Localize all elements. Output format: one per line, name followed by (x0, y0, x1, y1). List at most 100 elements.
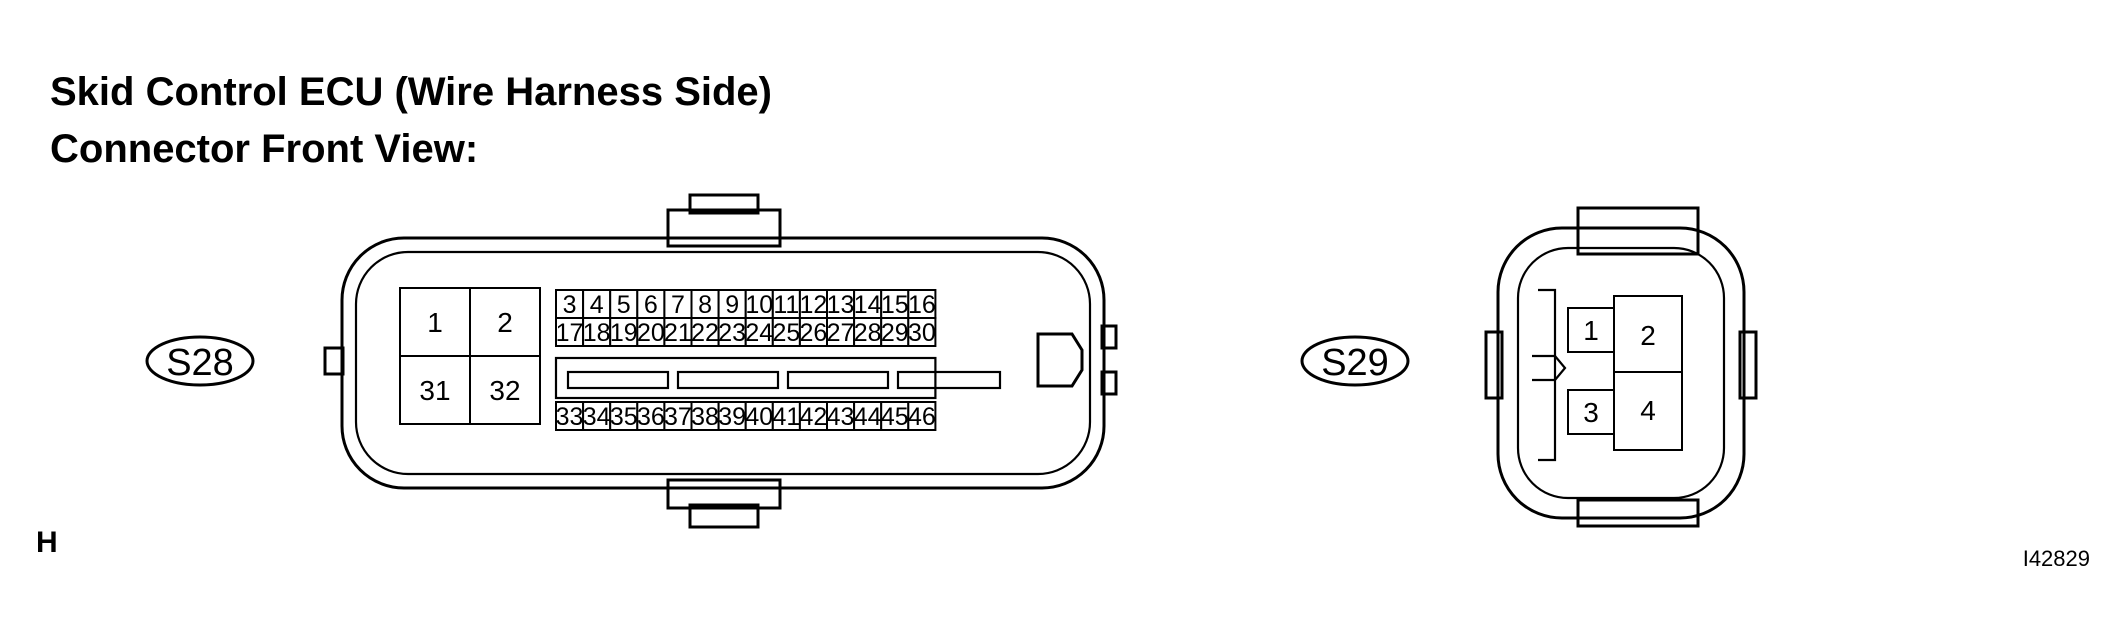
s28-big-pin-block: 1 2 31 32 (399, 287, 541, 425)
s28-pin-cell (826, 317, 856, 347)
s28-pin-label: 28 (854, 319, 882, 347)
s29-pin-label: 3 (1583, 397, 1599, 428)
s28-pin-label: 23 (718, 319, 746, 347)
s28-bottom-latch (666, 478, 782, 510)
s29-key-tab (1532, 354, 1567, 382)
s28-pin-cell (826, 289, 856, 319)
s28-pin-cell (907, 317, 937, 347)
s28-pin-label: 20 (637, 319, 665, 347)
s29-pin-3 (1567, 389, 1615, 435)
s28-pin-cell (907, 289, 937, 319)
s28-left-tab (323, 346, 345, 376)
s29-pin-label: 1 (1583, 315, 1599, 346)
s28-pin-label: 19 (610, 319, 638, 347)
s28-pin-label: 21 (664, 319, 692, 347)
s28-right-tab-lower (1100, 370, 1118, 396)
figure-id: I42829 (2023, 546, 2090, 571)
s28-pin-label: 26 (800, 319, 828, 347)
s28-pin-label: 8 (698, 291, 712, 319)
s28-pin-cell (880, 317, 910, 347)
s28-big-pin-label: 1 (427, 307, 443, 338)
s28-slot (896, 370, 1002, 390)
s28-top-latch (666, 208, 782, 248)
s28-pin-cell (853, 401, 883, 431)
s28-pin-label: 29 (881, 319, 909, 347)
s28-slot (676, 370, 780, 390)
s28-pin-label: 40 (745, 403, 773, 431)
s28-pin-cell (663, 401, 693, 431)
s28-pin-label: 5 (617, 291, 631, 319)
s29-pin-label: 2 (1640, 320, 1656, 351)
s28-bottom-latch-tab (688, 503, 760, 529)
corner-label: H (36, 526, 58, 559)
s28-pin-label: 13 (827, 291, 855, 319)
s28-pin-label: 44 (854, 403, 882, 431)
s28-slot-row (554, 356, 1002, 400)
s28-pin-label: 33 (556, 403, 584, 431)
s28-top-latch-tab (688, 193, 760, 215)
s28-pin-label: 4 (590, 291, 604, 319)
s28-pin-cell (582, 401, 612, 431)
s28-pin-label: 27 (827, 319, 855, 347)
s28-big-pin-cell (469, 287, 541, 357)
s28-big-pin-label: 31 (419, 375, 450, 406)
s28-big-pin-label: 32 (489, 375, 520, 406)
s28-pin-label: 30 (908, 319, 936, 347)
s29-body-outer (1496, 226, 1746, 520)
s28-pin-cell (582, 317, 612, 347)
s28-right-lock (1036, 332, 1084, 388)
s28-big-pin-label: 2 (497, 307, 513, 338)
s29-pin-1 (1567, 307, 1615, 353)
s28-pin-label: 36 (637, 403, 665, 431)
s28-pin-cell (582, 289, 612, 319)
s28-pin-cell (798, 317, 829, 347)
s28-pin-label: 9 (725, 291, 739, 319)
s28-pin-label: 3 (563, 291, 577, 319)
s28-pin-label: 24 (745, 319, 773, 347)
s28-pin-label: 18 (583, 319, 611, 347)
s28-pin-label: 38 (691, 403, 719, 431)
s29-tag-ellipse (1300, 335, 1410, 387)
s29-pin-4 (1613, 371, 1683, 451)
s28-pin-label: 7 (671, 291, 685, 319)
s28-pin-label: 12 (800, 291, 828, 319)
s28-pin-label: 15 (881, 291, 909, 319)
s28-pin-label: 11 (773, 291, 799, 319)
s28-pin-cell (609, 401, 639, 431)
s28-pin-label: 16 (908, 291, 936, 319)
s29-pin-label: 4 (1640, 395, 1656, 426)
connector-s29: S29 1 2 3 4 (1300, 206, 1758, 528)
s28-body-outer (340, 236, 1106, 490)
s28-pin-cell (609, 317, 639, 347)
s28-pin-label: 10 (745, 291, 773, 319)
s28-pin-label: 42 (800, 403, 828, 431)
s29-tag-label: S29 (1321, 342, 1389, 384)
s28-pin-label: 35 (610, 403, 638, 431)
s28-right-tab-upper (1100, 324, 1118, 350)
diagram-subtitle: Connector Front View: (50, 127, 478, 171)
s28-tag-ellipse (145, 335, 255, 387)
s28-pin-cell (771, 317, 801, 347)
s28-pin-label: 14 (854, 291, 882, 319)
diagram-title: Skid Control ECU (Wire Harness Side) (50, 70, 772, 114)
s28-pin-label: 39 (718, 403, 746, 431)
s28-pin-label: 22 (691, 319, 719, 347)
s28-pin-label: 46 (908, 403, 936, 431)
s28-pin-label: 41 (772, 403, 800, 431)
s28-body-inner (354, 250, 1092, 476)
s28-pin-cell (717, 317, 747, 347)
s29-body-inner (1516, 246, 1726, 500)
s29-right-bump (1738, 330, 1758, 400)
s28-pin-label: 34 (583, 403, 611, 431)
s29-left-bump (1484, 330, 1504, 400)
s28-slot-frame (554, 356, 937, 400)
s28-pin-label: 37 (664, 403, 692, 431)
s29-pin-2 (1613, 295, 1683, 375)
s28-tag-label: S28 (166, 342, 234, 384)
s28-big-pin-cell (469, 355, 541, 425)
s28-pin-label: 25 (772, 319, 800, 347)
s28-slot (566, 370, 670, 390)
